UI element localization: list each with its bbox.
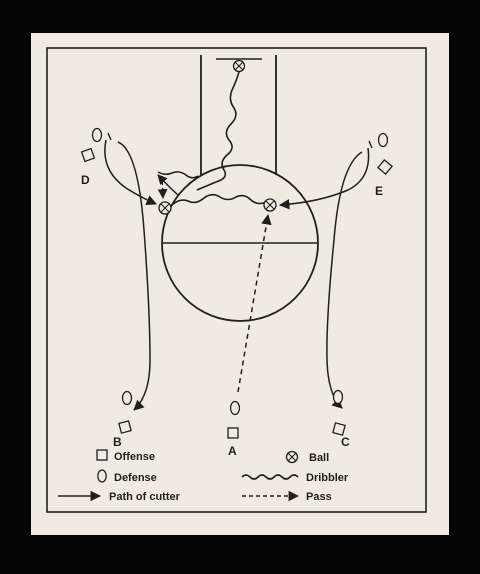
legend-pass-label: Pass xyxy=(306,491,332,503)
legend-defense-label: Defense xyxy=(114,472,157,484)
ball-icon-right xyxy=(263,198,277,212)
ball-icon-basket xyxy=(232,59,246,73)
player-label-c: C xyxy=(341,435,350,449)
court-border xyxy=(46,47,427,513)
paper-background xyxy=(31,33,449,535)
player-label-d: D xyxy=(81,173,90,187)
legend-dribbler-icon xyxy=(241,474,299,480)
offense-icon-b xyxy=(118,420,132,434)
offense-icon-d xyxy=(80,147,96,163)
dribbler-path-cross xyxy=(171,193,267,206)
legend-dribbler-label: Dribbler xyxy=(306,472,349,484)
legend-offense-icon xyxy=(96,449,108,461)
cutter-path-e xyxy=(278,147,370,210)
legend-ball-label: Ball xyxy=(309,452,329,464)
defense-icon-b xyxy=(121,390,133,406)
offense-icon-c xyxy=(332,422,346,436)
dribbler-path-elbow xyxy=(157,171,199,179)
defense-icon-a xyxy=(229,400,241,416)
pass-line-d xyxy=(157,175,168,199)
legend-offense-label: Offense xyxy=(114,451,155,463)
cutter-path-d xyxy=(104,139,157,206)
player-label-b: B xyxy=(113,435,122,449)
defense-icon-d xyxy=(91,127,103,143)
free-throw-lane xyxy=(200,55,277,175)
cutter-path-b xyxy=(117,141,151,411)
legend-ball-icon xyxy=(285,450,299,464)
legend-cutter-label: Path of cutter xyxy=(109,491,181,503)
pass-line-a xyxy=(237,213,272,393)
offense-icon-e xyxy=(377,159,393,175)
offense-icon-a xyxy=(227,427,239,439)
player-label-a: A xyxy=(228,444,237,458)
cutter-tick-d xyxy=(107,132,112,141)
defense-icon-c xyxy=(332,389,344,405)
legend: Offense Defense Path of cutter Ball Drib… xyxy=(58,449,349,503)
cutter-tick-e xyxy=(368,140,373,149)
ball-icon-left xyxy=(158,201,172,215)
cutter-path-c xyxy=(326,151,363,409)
legend-defense-icon xyxy=(97,469,107,483)
defense-icon-e xyxy=(377,132,389,148)
dribbler-path-basket xyxy=(196,71,240,191)
player-label-e: E xyxy=(375,184,383,198)
cutter-path-elbow xyxy=(157,174,179,196)
